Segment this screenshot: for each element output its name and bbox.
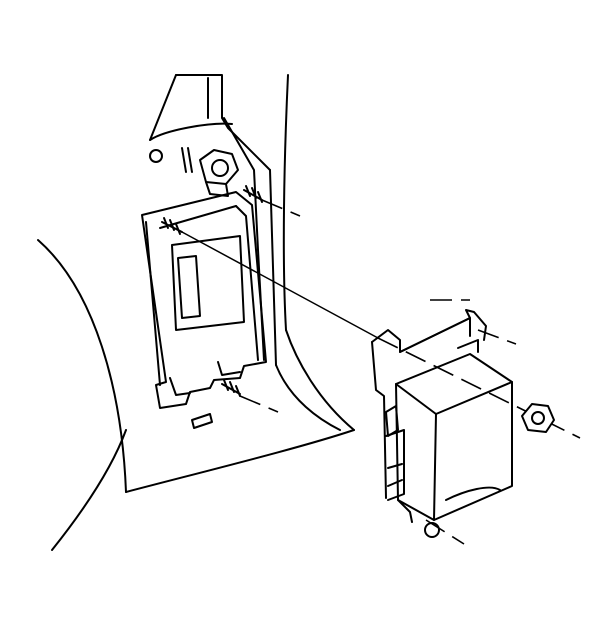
control-module <box>371 309 513 538</box>
upper-left-stud <box>161 217 183 235</box>
upper-right-stud <box>243 185 263 203</box>
bracket-nut <box>199 149 239 197</box>
lower-stud <box>221 379 241 397</box>
module-nut <box>521 403 555 433</box>
pillar-trim-panel <box>37 74 355 551</box>
